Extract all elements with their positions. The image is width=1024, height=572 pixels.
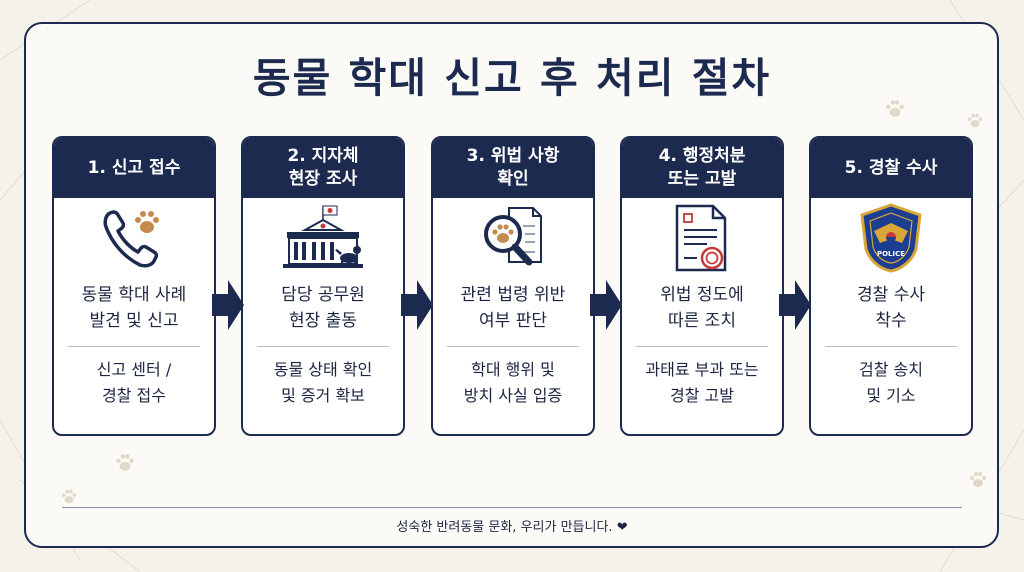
step-header: 3. 위법 사항 확인 bbox=[433, 138, 593, 198]
sealed-document-icon bbox=[675, 204, 727, 272]
step-header: 2. 지자체 현장 조사 bbox=[243, 138, 403, 198]
step-sub-text: 신고 센터 / 경찰 접수 bbox=[96, 360, 172, 405]
step-icon-wrap bbox=[243, 198, 403, 278]
step-divider bbox=[825, 346, 957, 347]
step-sub-text: 검찰 송치 및 기소 bbox=[859, 360, 923, 405]
step-main-text: 위법 정도에 따른 조치 bbox=[660, 285, 744, 331]
step-card-3: 3. 위법 사항 확인 관련 법령 위반 여부 판단 학대 행위 및 방치 사실… bbox=[431, 136, 595, 436]
flow-arrow-icon bbox=[212, 280, 244, 330]
step-header: 1. 신고 접수 bbox=[54, 138, 214, 198]
step-divider bbox=[447, 346, 579, 347]
step-card-1: 1. 신고 접수 동물 학대 사례 발견 및 신고 신고 센터 / 경찰 접수 bbox=[52, 136, 216, 436]
paw-decoration-icon bbox=[967, 113, 983, 128]
step-divider bbox=[257, 346, 389, 347]
step-icon-wrap bbox=[433, 198, 593, 278]
footer-slogan: 성숙한 반려동물 문화, 우리가 만듭니다. ❤ bbox=[396, 520, 628, 535]
badge-text: POLICE bbox=[877, 250, 905, 258]
flow-arrow-icon bbox=[401, 280, 433, 330]
step-card-5: 5. 경찰 수사 POLICE 경찰 수사 착수 검찰 송치 및 기소 bbox=[809, 136, 973, 436]
step-sub-text: 동물 상태 확인 및 증거 확보 bbox=[273, 360, 373, 405]
step-card-2: 2. 지자체 현장 조사 담당 공무원 현장 출동 bbox=[241, 136, 405, 436]
step-divider bbox=[636, 346, 768, 347]
flow-arrow-icon bbox=[779, 280, 811, 330]
step-sub-text: 과태료 부과 또는 경찰 고발 bbox=[645, 360, 759, 405]
paw-decoration-icon bbox=[61, 489, 77, 504]
step-header: 4. 행정처분 또는 고발 bbox=[622, 138, 782, 198]
magnifier-document-icon bbox=[484, 207, 542, 266]
step-icon-wrap bbox=[54, 198, 214, 278]
step-icon-wrap: POLICE bbox=[811, 198, 971, 278]
step-main-text: 동물 학대 사례 발견 및 신고 bbox=[81, 285, 187, 331]
police-badge-icon: POLICE bbox=[860, 203, 922, 273]
step-icon-wrap bbox=[622, 198, 782, 278]
paw-decoration-icon bbox=[886, 100, 904, 117]
step-divider bbox=[68, 346, 200, 347]
step-sub-text: 학대 행위 및 방치 사실 입증 bbox=[463, 360, 563, 405]
phone-paw-icon bbox=[103, 210, 159, 268]
footer-divider bbox=[62, 507, 962, 508]
paw-decoration-icon bbox=[116, 454, 134, 471]
page-title: 동물 학대 신고 후 처리 절차 bbox=[252, 54, 772, 102]
step-card-4: 4. 행정처분 또는 고발 위법 정도에 따른 조치 과태료 부과 또는 경찰 … bbox=[620, 136, 784, 436]
government-building-icon bbox=[283, 205, 363, 268]
paw-decoration-icon bbox=[970, 472, 986, 487]
step-main-text: 담당 공무원 현장 출동 bbox=[281, 285, 365, 331]
step-header: 5. 경찰 수사 bbox=[811, 138, 971, 198]
step-main-text: 경찰 수사 착수 bbox=[857, 285, 925, 331]
flow-arrow-icon bbox=[590, 280, 622, 330]
step-main-text: 관련 법령 위반 여부 판단 bbox=[460, 285, 566, 331]
